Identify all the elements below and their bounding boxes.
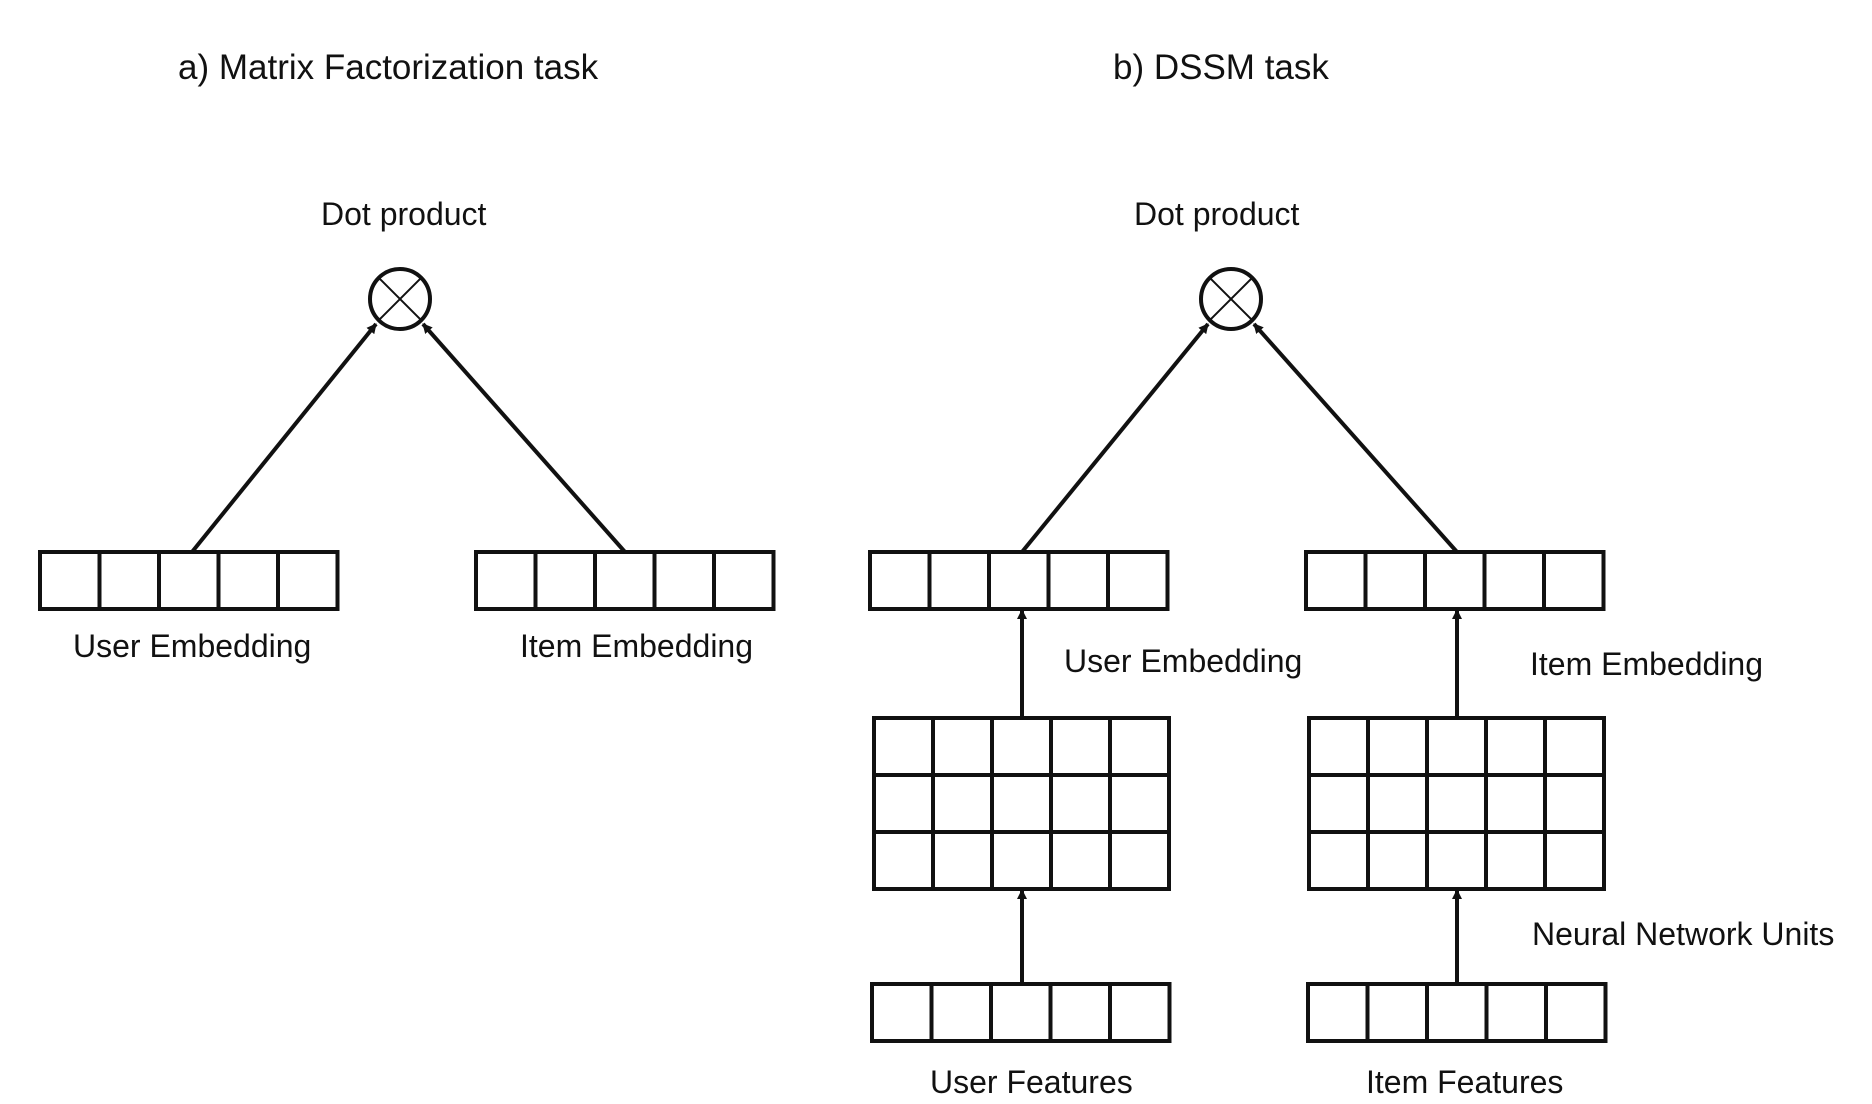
panel-b-user-nn-block-cell xyxy=(1108,830,1171,891)
panel-a-user-embedding-cell xyxy=(38,550,102,611)
panel-b-user-embedding-cell xyxy=(987,550,1051,611)
panel-b-dot-product-icon-cross xyxy=(1209,277,1253,321)
panel-a-item-embedding-cell xyxy=(712,550,776,611)
panel-b-user-nn-block-cell xyxy=(990,773,1053,834)
panel-b-user-features-cell xyxy=(989,982,1053,1043)
panel-b-item-embedding-label: Item Embedding xyxy=(1530,646,1764,682)
panel-b-user-features-cell xyxy=(929,982,993,1043)
panel-b-user-nn-block-cell xyxy=(1049,773,1112,834)
panel-b-user-embedding-cell xyxy=(868,550,932,611)
panel-b-title: b) DSSM task xyxy=(1113,48,1329,87)
panel-b-item-nn-block-cell xyxy=(1543,830,1606,891)
panel-b-item-features-cell xyxy=(1425,982,1489,1043)
panel-b-item-nn-block-cell xyxy=(1307,773,1370,834)
panel-b-item-nn-block-cell xyxy=(1366,830,1429,891)
panel-a-dot-product-icon-cross xyxy=(378,277,422,321)
panel-b-item-features-cell xyxy=(1365,982,1429,1043)
panel-b-user-features-cell xyxy=(870,982,934,1043)
panel-b-dot-product-label: Dot product xyxy=(1134,196,1300,232)
panel-a-user-embedding-cell xyxy=(97,550,161,611)
panel-b-dot-product-icon xyxy=(1199,267,1263,331)
panel-b-item-embedding-cell xyxy=(1482,550,1546,611)
panel-a-item-embedding-cell xyxy=(533,550,597,611)
panel-b-item-features-cell xyxy=(1306,982,1370,1043)
panel-b-item-features-cell xyxy=(1484,982,1548,1043)
panel-b-user-nn-block-cell xyxy=(872,830,935,891)
panel-b-item-nn-block-cell xyxy=(1484,830,1547,891)
panel-b-user-nn-block-cell xyxy=(1049,830,1112,891)
panel-b-user-nn-block-cell xyxy=(931,830,994,891)
panel-b-item-nn-block-cell xyxy=(1307,830,1370,891)
panel-b-user-arrow xyxy=(1020,322,1210,554)
panel-b-user-nn-block-cell xyxy=(872,716,935,777)
panel-b-user-embedding-cell xyxy=(927,550,991,611)
panel-b-item-nn-block-cell xyxy=(1543,773,1606,834)
panel-a-item-embedding-label: Item Embedding xyxy=(520,628,754,664)
panel-b-neural-network-units-label: Neural Network Units xyxy=(1532,916,1835,952)
panel-b-user-nn-block-cell xyxy=(931,716,994,777)
panel-b-user-nn-block-cell xyxy=(1108,716,1171,777)
panel-a-item-embedding-cell xyxy=(593,550,657,611)
panel-b-item-nn-block-cell xyxy=(1543,716,1606,777)
panel-b-user-features-cell xyxy=(1108,982,1172,1043)
panel-a-item-embedding-cell xyxy=(652,550,716,611)
panel-b-item-nn-block-cell xyxy=(1484,716,1547,777)
panel-b-item-features-cell xyxy=(1544,982,1608,1043)
panel-b-user-embedding-cell xyxy=(1046,550,1110,611)
panel-b-user-features-label: User Features xyxy=(930,1064,1133,1100)
panel-a-user-embedding-cell xyxy=(216,550,280,611)
panel-b-item-nn-block-cell xyxy=(1307,716,1370,777)
panel-a-user-embedding-cell xyxy=(157,550,221,611)
panel-b-user-nn-block-cell xyxy=(931,773,994,834)
panel-b-item-nn-block-cell xyxy=(1366,773,1429,834)
panel-b-user-nn-block-cell xyxy=(990,830,1053,891)
panel-a-item-arrow xyxy=(421,322,627,554)
panel-b-item-embedding-cell xyxy=(1423,550,1487,611)
panel-b-user-embedding-cell xyxy=(1106,550,1170,611)
panel-b-item-nn-block-cell xyxy=(1425,716,1488,777)
panel-b-item-nn-block-cell xyxy=(1425,830,1488,891)
panel-b-item-nn-block-cell xyxy=(1484,773,1547,834)
panel-b-user-nn-block-cell xyxy=(1049,716,1112,777)
panel-b-user-nn-block-cell xyxy=(872,773,935,834)
panel-b-user-nn-block-cell xyxy=(990,716,1053,777)
panel-b-item-embedding-cell xyxy=(1542,550,1606,611)
panel-a-title: a) Matrix Factorization task xyxy=(178,48,599,87)
panel-b-item-nn-block-cell xyxy=(1425,773,1488,834)
panel-b-item-embedding-cell xyxy=(1363,550,1427,611)
panel-a-user-arrow xyxy=(190,322,378,554)
panel-b-item-embedding-cell xyxy=(1304,550,1368,611)
panel-a-dot-product-label: Dot product xyxy=(321,196,487,232)
panel-a-user-embedding-label: User Embedding xyxy=(73,628,312,664)
panel-b-user-nn-block-cell xyxy=(1108,773,1171,834)
panel-b-item-arrow xyxy=(1252,322,1459,554)
panel-b-user-embedding-label: User Embedding xyxy=(1064,643,1303,679)
panel-a-item-embedding-cell xyxy=(474,550,538,611)
panel-a-dot-product-icon xyxy=(368,267,432,331)
panel-b-item-features-label: Item Features xyxy=(1366,1064,1564,1100)
panel-a-user-embedding-cell xyxy=(276,550,340,611)
panel-b-user-features-cell xyxy=(1048,982,1112,1043)
panel-b-item-nn-block-cell xyxy=(1366,716,1429,777)
